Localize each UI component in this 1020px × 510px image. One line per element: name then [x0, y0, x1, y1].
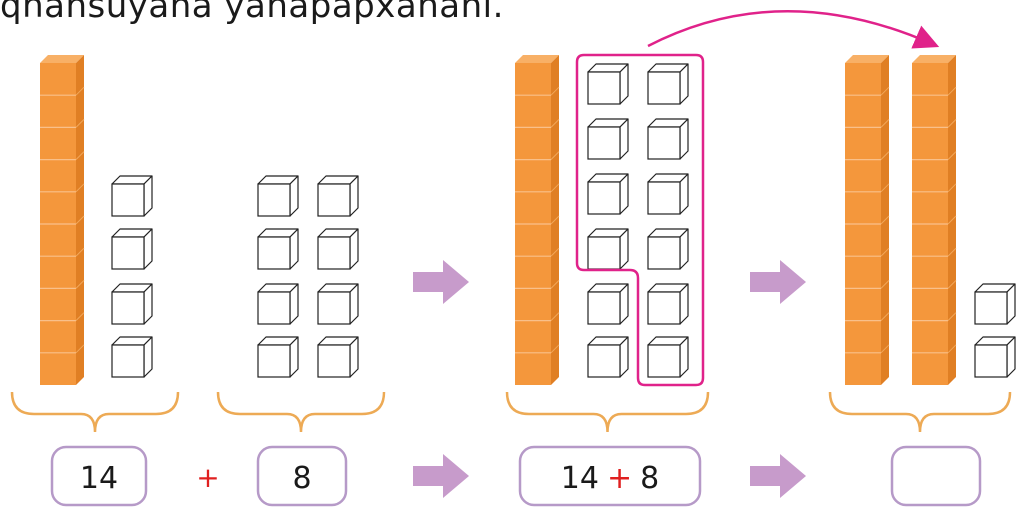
flow-arrows [413, 260, 806, 498]
unit-cube [317, 283, 359, 325]
ten-rod [40, 55, 85, 385]
unit-cube [587, 228, 629, 270]
unit-cube [587, 173, 629, 215]
unit-cube [647, 228, 689, 270]
expression: 14+8 [561, 461, 659, 496]
plus-sign: + [196, 461, 219, 494]
unit-cube [647, 63, 689, 105]
unit-cube [587, 118, 629, 160]
ten-rod [912, 55, 957, 385]
brace [828, 391, 1012, 433]
expression-left: 14 [561, 461, 599, 496]
ten-rod [515, 55, 560, 385]
instruction-text: qhansuyana yanapapxañani. [0, 0, 504, 26]
unit-cube [974, 336, 1016, 378]
unit-cube [257, 175, 299, 217]
braces [10, 391, 1012, 433]
number-box-14: 14 [50, 445, 148, 507]
unit-cube [317, 228, 359, 270]
unit-cube [111, 336, 153, 378]
box-value: 14 [80, 461, 118, 496]
unit-cube [257, 336, 299, 378]
unit-cube [647, 118, 689, 160]
expression-box: 14+8 [518, 445, 702, 507]
box-value: 8 [292, 461, 311, 496]
block-arrow-right-icon [750, 260, 806, 304]
brace [10, 391, 180, 433]
ten-rod [845, 55, 890, 385]
ten-rods [40, 55, 957, 385]
block-arrow-right-icon [750, 454, 806, 498]
unit-cube [257, 228, 299, 270]
regroup-outline [575, 53, 705, 387]
unit-cube [587, 336, 629, 378]
unit-cube [111, 175, 153, 217]
brace [216, 391, 386, 433]
expression-right: 8 [640, 461, 659, 496]
block-arrow-right-icon [413, 454, 469, 498]
unit-cube [587, 283, 629, 325]
unit-cube [317, 336, 359, 378]
unit-cube [647, 336, 689, 378]
unit-cube [587, 63, 629, 105]
brace [505, 391, 710, 433]
block-arrow-right-icon [413, 260, 469, 304]
unit-cube [111, 283, 153, 325]
unit-cubes [111, 63, 1016, 378]
unit-cube [257, 283, 299, 325]
unit-cube [317, 175, 359, 217]
unit-cube [974, 283, 1016, 325]
answer-box[interactable] [890, 445, 982, 507]
number-box-8: 8 [256, 445, 348, 507]
curved-arrow-icon [647, 10, 940, 49]
expression-op: + [607, 461, 632, 496]
unit-cube [647, 283, 689, 325]
unit-cube [111, 228, 153, 270]
unit-cube [647, 173, 689, 215]
